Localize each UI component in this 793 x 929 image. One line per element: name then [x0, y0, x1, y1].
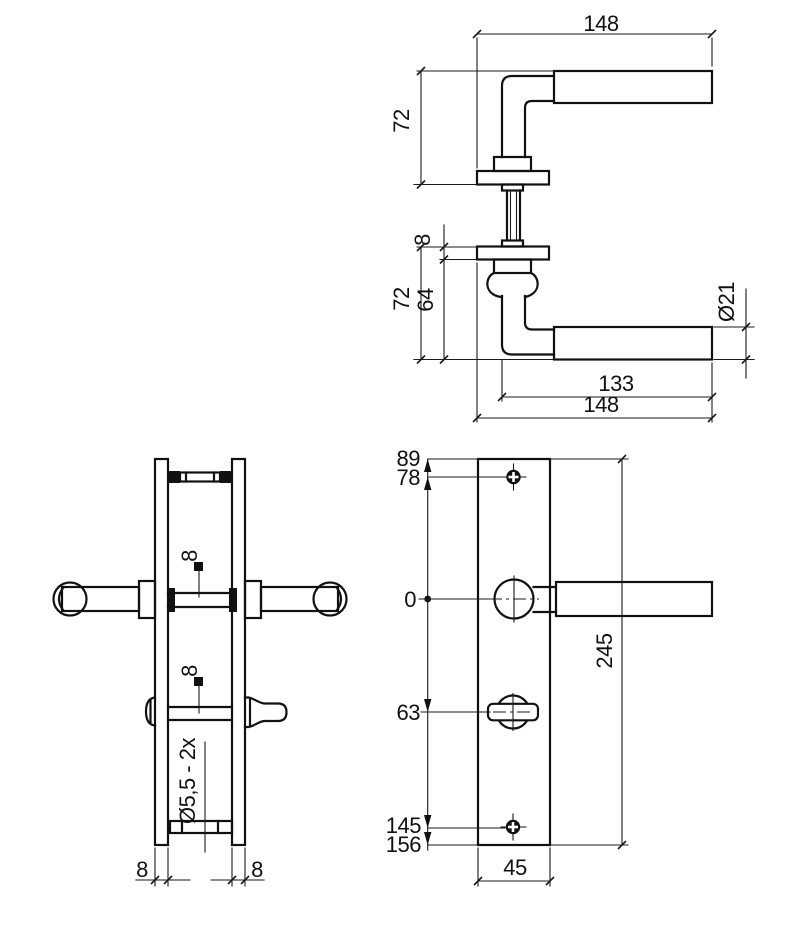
right-lever-shaft	[259, 585, 340, 613]
dim-label-plate-top: 89	[397, 446, 421, 471]
right-plate	[230, 457, 247, 847]
lower-neck-collar	[492, 258, 533, 275]
square-spindle-icon-2	[194, 677, 203, 686]
handle-top-view	[475, 69, 714, 361]
dim-label-axis: 0	[404, 587, 416, 612]
upper-neck-inner	[523, 99, 556, 159]
dim-label-plate-height: 245	[592, 633, 617, 668]
dim-label-plate-left: 8	[136, 857, 148, 882]
dim-label-length-top: 148	[583, 11, 618, 36]
dim-label-length-bottom: 148	[583, 392, 618, 417]
lower-neck-inner	[523, 294, 556, 331]
screw-hole-note: Ø5,5 - 2x	[175, 738, 200, 824]
dim-label-plate-width: 45	[503, 855, 527, 880]
bolt-nut-left	[168, 471, 180, 483]
left-lever-shaft	[60, 585, 141, 613]
upper-neck-collar	[492, 155, 533, 173]
top-view-dimensions: 148 72 8 72 64 Ø21 133 148	[389, 11, 755, 423]
dim-label-plate-right: 8	[251, 857, 263, 882]
spindle-bearing-right	[229, 588, 237, 612]
right-lever-ball	[312, 581, 348, 617]
screw-bottom-icon	[500, 813, 527, 841]
left-lever-end-arc	[57, 586, 65, 612]
dim-label-plate-thickness: 8	[410, 234, 435, 246]
spindle-bearing-left	[167, 588, 175, 612]
bolt-nut-right	[220, 471, 232, 483]
screw-top-icon	[500, 463, 527, 491]
spring-clip-left	[486, 271, 504, 299]
upper-rose-plate	[475, 169, 551, 186]
dim-label-grip-diameter: Ø21	[714, 282, 739, 322]
front-view-dimensions: 89 78 0 63 145 156 245 45	[386, 446, 629, 887]
dim-label-projection-lower: 72	[389, 287, 414, 311]
dim-label-grip-length: 133	[598, 371, 633, 396]
upper-grip	[552, 69, 714, 105]
dim-label-spindle-upper: 8	[177, 550, 202, 562]
dim-label-plate-bottom: 156	[386, 832, 421, 857]
top-bolt	[178, 471, 222, 483]
dim-label-spindle-lower: 8	[177, 665, 202, 677]
left-lever-collar	[137, 579, 157, 620]
lower-grip	[552, 325, 714, 361]
handle-grip-front	[554, 580, 714, 618]
left-plate	[153, 457, 170, 847]
thumbturn-front	[486, 692, 540, 732]
spring-clip-right	[523, 271, 539, 299]
spindle-cap-top	[500, 183, 525, 192]
dim-label-screw-top: 78	[397, 465, 421, 490]
lower-neck-outer	[500, 294, 556, 356]
upper-neck-outer	[500, 74, 556, 159]
side-view-dimensions: 8 8	[135, 847, 265, 887]
right-lever-collar	[243, 579, 263, 620]
square-spindle-icon	[194, 562, 203, 571]
bottom-bolt	[168, 819, 234, 835]
dim-label-projection-upper: 72	[389, 109, 414, 133]
thumbturn-side	[243, 696, 288, 729]
right-lever-end-arc	[335, 586, 343, 612]
dim-label-projection-inner: 64	[413, 288, 438, 312]
dim-label-turn: 63	[397, 700, 421, 725]
left-lever-ball	[52, 581, 88, 617]
dim-label-screw-bottom: 145	[386, 813, 421, 838]
backplate-side-view: 8 8 Ø5,5 - 2x	[52, 457, 348, 853]
lower-rose-plate	[475, 245, 551, 261]
backplate-front-view	[476, 457, 714, 847]
backplate	[476, 457, 552, 847]
